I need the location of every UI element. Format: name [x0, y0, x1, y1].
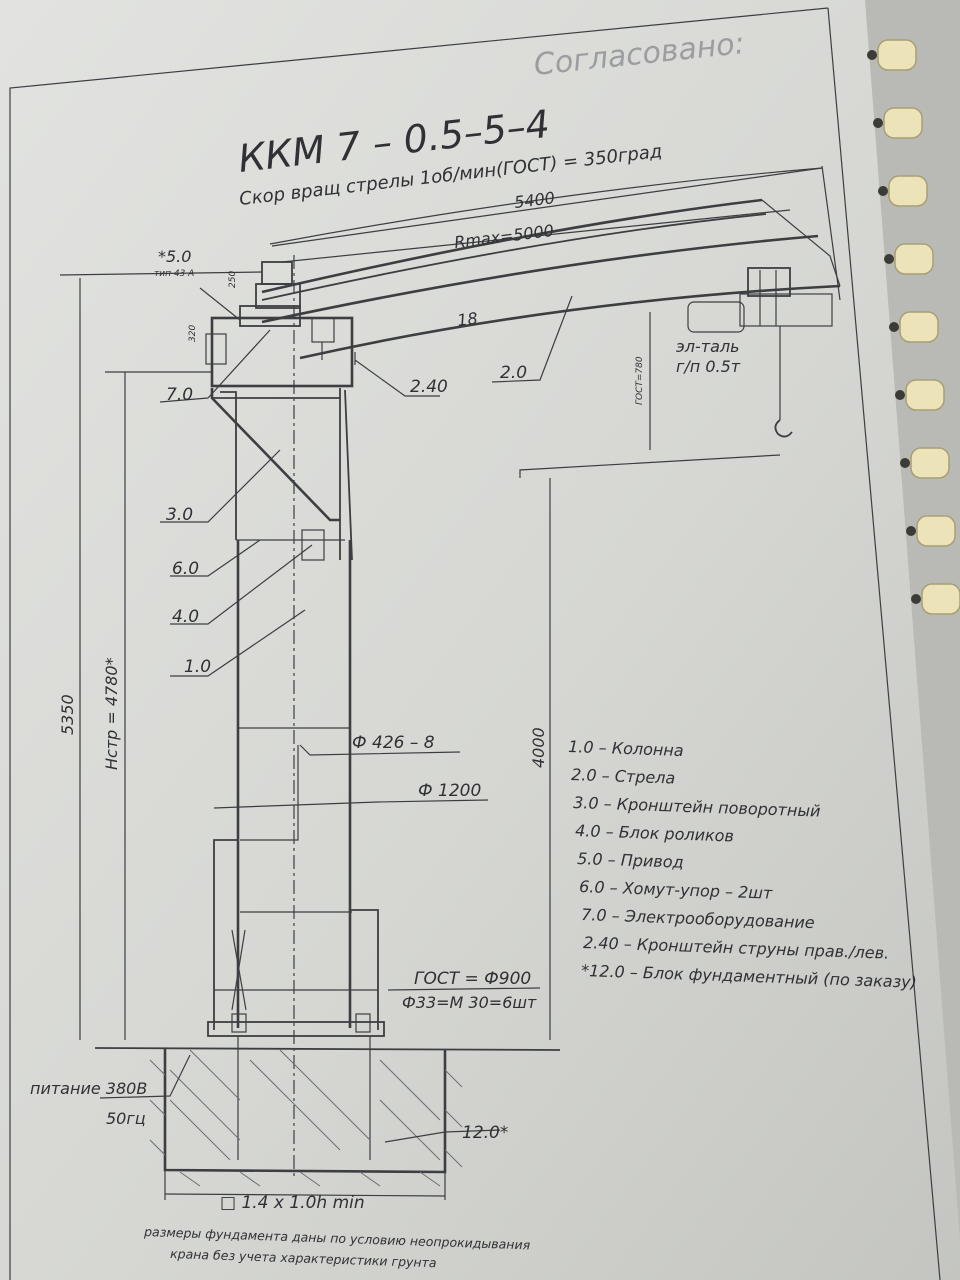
- foundation: [94, 1036, 561, 1187]
- callout-7-0: 7.0: [166, 385, 193, 405]
- callout-3-0: 3.0: [166, 505, 193, 525]
- dim-bolt-circle: ГОСТ = Ф900: [414, 969, 531, 989]
- column: [207, 255, 385, 1180]
- dim-boom-length: 5400: [513, 188, 556, 212]
- dim-bolts: Ф33=М 30=6шт: [402, 993, 537, 1012]
- drawing-frame-right: [827, 7, 941, 1280]
- dim-clear-height: 4000: [529, 727, 548, 768]
- callout-2-40: 2.40: [410, 377, 448, 397]
- power-voltage: питание 380В: [30, 1079, 147, 1098]
- dim-hook-height: Нстр = 4780*: [102, 657, 121, 770]
- callout-12-0: 12.0*: [462, 1123, 508, 1143]
- dimension-lines: [59, 167, 823, 1200]
- hoist-type: эл-таль: [676, 337, 740, 356]
- dim-boom-section: 18: [456, 309, 479, 330]
- column-head: [205, 261, 356, 388]
- dim-total-height: 5350: [58, 694, 77, 735]
- dim-foundation: □ 1.4 x 1.0h min: [220, 1193, 365, 1213]
- dim-pipe: Ф 426 – 8: [352, 733, 435, 753]
- callout-1-0: 1.0: [184, 657, 211, 677]
- dim-base-diameter: Ф 1200: [418, 781, 481, 801]
- leader-lines: [99, 287, 573, 1143]
- hoist-capacity: г/п 0.5т: [676, 357, 741, 376]
- legend-item: 1.0 – Колонна: [568, 737, 684, 760]
- dim-250: 250: [228, 271, 238, 288]
- callout-2-0: 2.0: [500, 363, 527, 383]
- dim-gost-780: ГОСТ=780: [635, 356, 645, 405]
- callout-6-0: 6.0: [172, 559, 199, 579]
- spiral-binding: [867, 39, 960, 615]
- dim-320: 320: [188, 325, 198, 342]
- legend-item: 2.0 – Стрела: [571, 765, 676, 788]
- power-frequency: 50гц: [106, 1109, 146, 1128]
- boom: [261, 165, 841, 438]
- legend-item: 5.0 – Привод: [577, 849, 684, 872]
- drawing-frame: [9, 7, 829, 1280]
- dim-tiny-label: тип 43 А: [154, 269, 194, 279]
- callout-4-0: 4.0: [172, 607, 199, 627]
- dim-star-top: *5.0: [158, 247, 191, 266]
